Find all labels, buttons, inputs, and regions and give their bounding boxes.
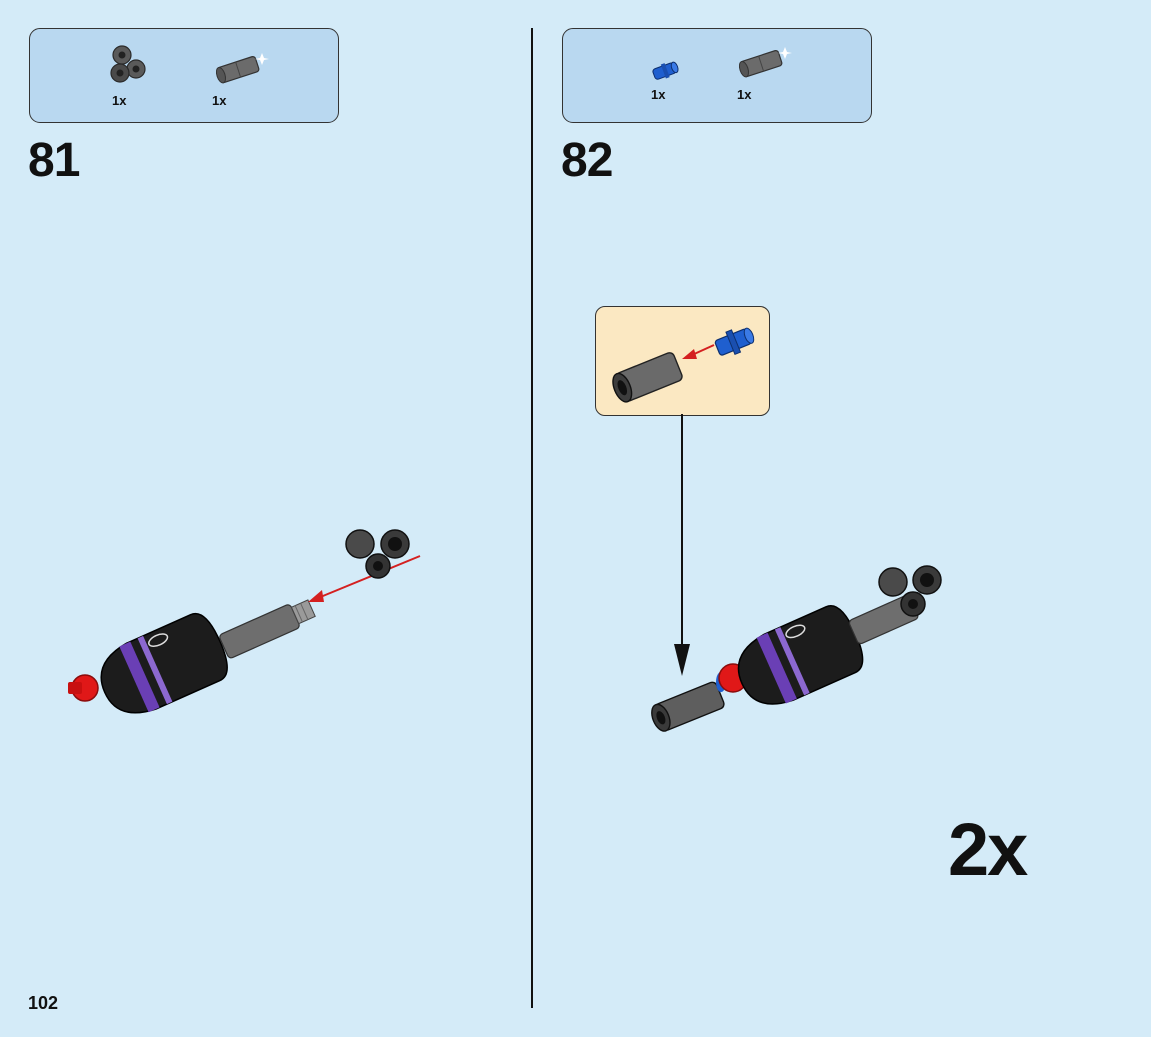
step-81-assembly-illustration [68,529,421,714]
red-insert-arrow [682,344,715,359]
black-rocket-body [100,612,228,714]
technic-triple-axle-connector-icon [110,45,146,83]
technic-axle-connector-icon [215,53,269,84]
triple-axle-connector [878,565,942,617]
triple-axle-connector [345,529,410,579]
step-number: 82 [561,134,613,187]
callout-illustration [612,327,755,403]
sub-assembly-callout [595,306,770,416]
red-insert-arrow [308,555,421,602]
technic-axle-connector-icon [738,47,792,78]
blue-technic-pin [714,327,755,356]
step-number: 81 [28,134,80,187]
parts-list-step-81: 1x 1x [29,28,339,123]
step-divider [531,28,533,1008]
part-quantity: 1x [651,87,666,102]
black-rocket-body [737,605,864,705]
build-multiplier: 2x [948,808,1028,891]
placement-arrow [674,414,690,676]
gray-axle-connector [219,599,316,659]
red-hub-part [68,674,99,702]
parts-list-step-82: 1x 1x [562,28,872,123]
page-number: 102 [28,993,59,1013]
part-quantity: 1x [737,87,752,102]
blue-technic-pin-icon [652,61,679,80]
part-quantity: 1x [112,93,127,108]
step-82-assembly-illustration [651,565,942,732]
gray-axle-connector [651,681,725,732]
gray-axle-connector [612,352,683,403]
part-quantity: 1x [212,93,227,108]
